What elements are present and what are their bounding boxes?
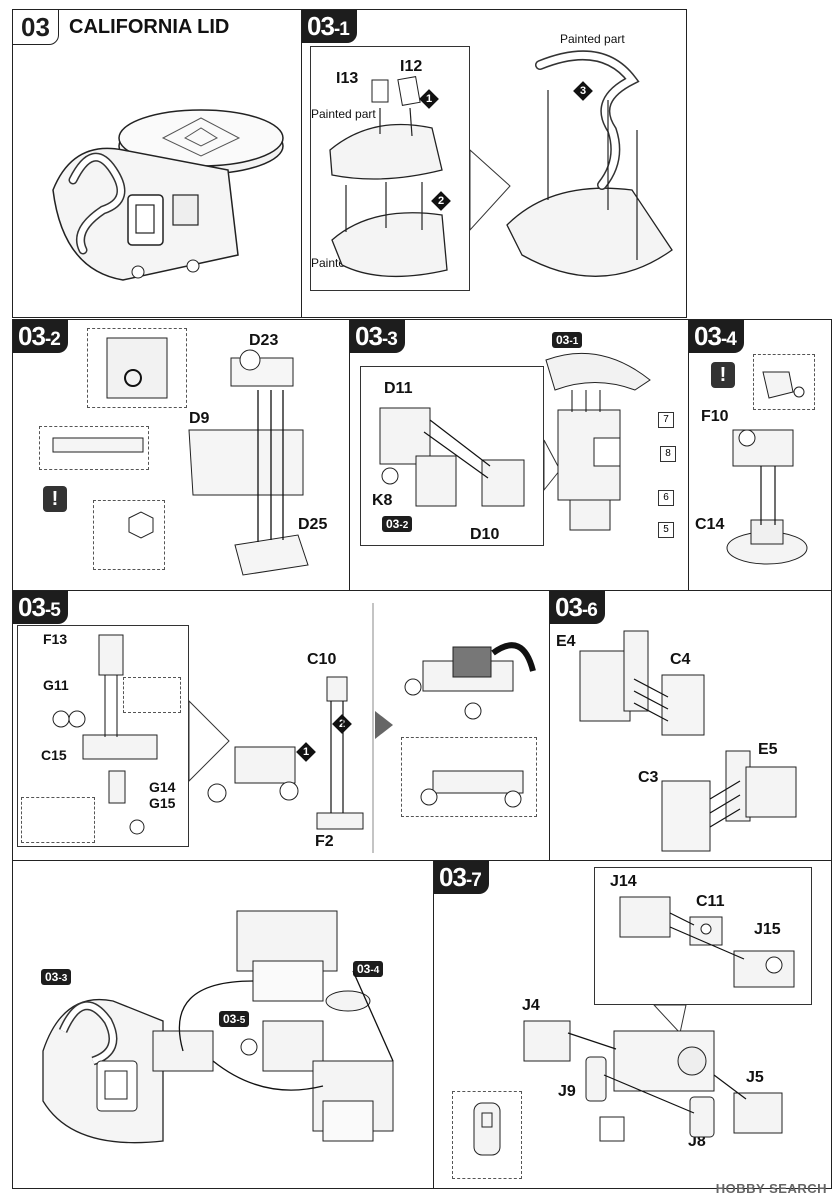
part-label-i12: I12 bbox=[400, 58, 423, 75]
part-label-j9: J9 bbox=[558, 1083, 576, 1100]
sticker-number-6: 6 bbox=[658, 490, 674, 506]
ref-tag-03-4: 03-4 bbox=[353, 961, 384, 977]
part-label-d11: D11 bbox=[384, 380, 413, 397]
step-badge-03-1: 03-1 bbox=[302, 10, 357, 43]
part-label-e4: E4 bbox=[556, 633, 576, 650]
part-label-j14: J14 bbox=[610, 873, 637, 890]
detail-callout-mid bbox=[39, 426, 149, 470]
caution-icon: ! bbox=[711, 362, 735, 388]
detail-callout-bottom bbox=[21, 797, 95, 843]
caution-icon: ! bbox=[43, 486, 67, 512]
detail-callout bbox=[753, 354, 815, 410]
part-label-j15: J15 bbox=[754, 921, 781, 938]
step-marker-2: 2 bbox=[431, 191, 451, 211]
panel-combined-assembly: 03-3 03-4 03-5 bbox=[12, 860, 434, 1189]
combined-assembly-illustration bbox=[42, 910, 394, 1144]
step-badge-03: 03 bbox=[13, 10, 59, 45]
part-label-d25: D25 bbox=[298, 516, 328, 533]
california-lid-illustration bbox=[52, 109, 284, 281]
detail-callout bbox=[452, 1091, 522, 1179]
leg-parts-illustration bbox=[473, 896, 795, 1156]
panel-step-03: 03 CALIFORNIA LID bbox=[12, 9, 302, 318]
wheel-assembly-illustration bbox=[52, 603, 536, 853]
panel-step-03-7: 03-7 J14 C11 J15 J4 J9 J5 J8 bbox=[433, 860, 832, 1189]
page-title: CALIFORNIA LID bbox=[69, 16, 230, 38]
arm-parts-illustration bbox=[579, 630, 797, 852]
part-f10-c14-illustration bbox=[726, 371, 808, 565]
step-badge-03-5: 03-5 bbox=[13, 591, 68, 624]
step-marker-1: 1 bbox=[296, 742, 316, 762]
lid-subassembly-illustration bbox=[329, 50, 673, 278]
painted-part-label-right: Painted part bbox=[560, 32, 625, 46]
part-label-d9: D9 bbox=[189, 410, 210, 427]
body-assembly-illustration bbox=[379, 352, 651, 531]
panel-step-03-2: 03-2 D23 D9 D25 ! bbox=[12, 319, 350, 591]
part-label-f2: F2 bbox=[315, 833, 334, 850]
panel-step-03-1: 03-1 I13 I12 Painted part Painted part P… bbox=[301, 9, 687, 318]
step-badge-03-3: 03-3 bbox=[350, 320, 405, 353]
sticker-number-5: 5 bbox=[658, 522, 674, 538]
part-label-g14: G14 bbox=[149, 779, 176, 795]
step-badge-03-2: 03-2 bbox=[13, 320, 68, 353]
sticker-number-8: 8 bbox=[660, 446, 676, 462]
step-badge-03-6: 03-6 bbox=[550, 591, 605, 624]
part-label-g11: G11 bbox=[43, 677, 69, 693]
detail-callout-right bbox=[401, 737, 537, 817]
panel-step-03-6: 03-6 E4 C4 E5 C3 bbox=[549, 590, 832, 861]
part-label-j4: J4 bbox=[522, 997, 540, 1014]
detail-callout-top bbox=[87, 328, 187, 408]
step-badge-03-7: 03-7 bbox=[434, 861, 489, 894]
part-label-c4: C4 bbox=[670, 651, 691, 668]
sticker-number-7: 7 bbox=[658, 412, 674, 428]
part-label-j5: J5 bbox=[746, 1069, 764, 1086]
step-badge-03-4: 03-4 bbox=[689, 320, 744, 353]
part-label-k8: K8 bbox=[372, 492, 393, 509]
step-marker-1: 1 bbox=[419, 89, 439, 109]
panel-step-03-4: 03-4 ! F10 C14 bbox=[688, 319, 832, 591]
painted-part-label-top: Painted part bbox=[311, 107, 376, 121]
watermark: HOBBY SEARCH bbox=[715, 1181, 827, 1196]
ref-tag-03-2: 03-2 bbox=[382, 516, 413, 532]
panel-step-03-5: 03-5 F13 G11 C15 G14 G15 C10 F2 1 2 bbox=[12, 590, 550, 861]
part-label-c15: C15 bbox=[41, 747, 67, 763]
step-marker-2: 2 bbox=[332, 714, 352, 734]
part-label-g15: G15 bbox=[149, 795, 176, 811]
part-label-d23: D23 bbox=[249, 332, 279, 349]
part-label-i13: I13 bbox=[336, 70, 359, 87]
ref-tag-03-1: 03-1 bbox=[552, 332, 583, 348]
detail-callout-top bbox=[123, 677, 181, 713]
step-marker-3: 3 bbox=[573, 81, 593, 101]
part-label-c10: C10 bbox=[307, 651, 337, 668]
part-d-assembly-illustration bbox=[52, 337, 309, 576]
panel-step-03-3: 03-3 03-1 D11 K8 03-2 D10 7 8 6 5 bbox=[349, 319, 689, 591]
part-label-c3: C3 bbox=[638, 769, 659, 786]
part-label-e5: E5 bbox=[758, 741, 778, 758]
inset-j-parts bbox=[594, 867, 812, 1005]
part-label-f10: F10 bbox=[701, 408, 729, 425]
ref-tag-03-3: 03-3 bbox=[41, 969, 72, 985]
part-label-c11: C11 bbox=[696, 893, 725, 910]
ref-tag-03-5: 03-5 bbox=[219, 1011, 250, 1027]
part-label-f13: F13 bbox=[43, 631, 68, 647]
part-label-c14: C14 bbox=[695, 516, 725, 533]
detail-callout-bottom bbox=[93, 500, 165, 570]
part-label-d10: D10 bbox=[470, 526, 500, 543]
